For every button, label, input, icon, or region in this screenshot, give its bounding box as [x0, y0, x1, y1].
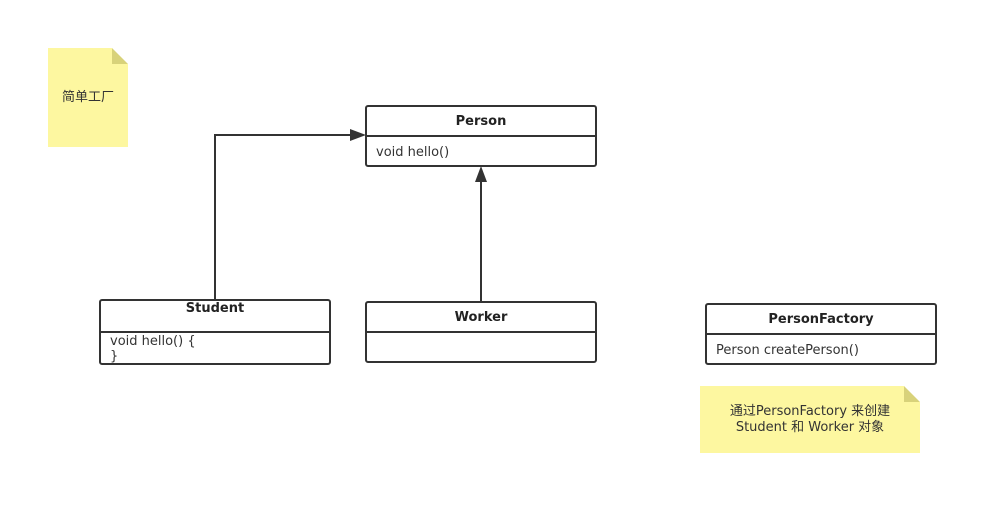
class-person-factory-members: Person createPerson()	[716, 343, 859, 358]
worker-to-person-arrowhead	[475, 166, 487, 182]
class-student[interactable]: Student void hello() { }	[99, 299, 331, 365]
title-note[interactable]: 简单工厂	[48, 48, 128, 147]
class-person-factory-name: PersonFactory	[707, 305, 935, 335]
class-student-members: void hello() { }	[110, 334, 196, 364]
factory-note-text: 通过PersonFactory 来创建 Student 和 Worker 对象	[729, 403, 891, 435]
class-person-members: void hello()	[376, 145, 450, 160]
class-person-name: Person	[367, 107, 595, 137]
title-note-text: 简单工厂	[61, 89, 114, 105]
class-student-name: Student	[101, 301, 329, 333]
student-to-person-connector	[214, 134, 352, 300]
class-person-factory[interactable]: PersonFactory Person createPerson()	[705, 303, 937, 365]
class-person[interactable]: Person void hello()	[365, 105, 597, 167]
note-fold-corner	[904, 386, 920, 402]
factory-note[interactable]: 通过PersonFactory 来创建 Student 和 Worker 对象	[700, 386, 920, 453]
class-worker[interactable]: Worker	[365, 301, 597, 363]
student-to-person-arrowhead	[350, 129, 366, 141]
note-fold-corner	[112, 48, 128, 64]
class-worker-name: Worker	[367, 303, 595, 333]
